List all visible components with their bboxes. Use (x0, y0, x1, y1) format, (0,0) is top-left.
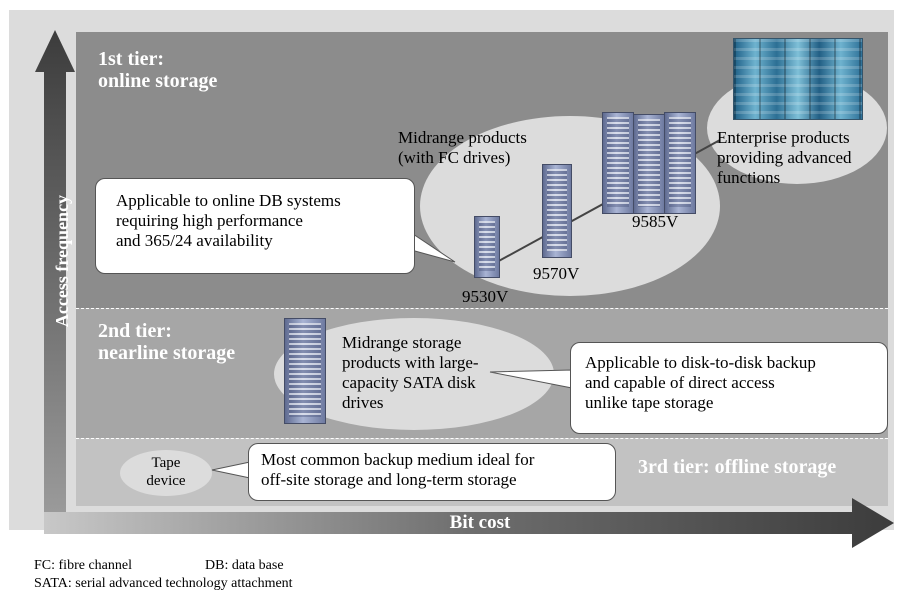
nearline-label-line3: capacity SATA disk (342, 373, 476, 392)
tier2-callout-line3: unlike tape storage (585, 393, 714, 412)
enterprise-label-line3: functions (717, 168, 781, 187)
model-9585v-label: 9585V (632, 212, 679, 231)
tape-device-label: Tape device (120, 454, 212, 490)
rack-9585v-3 (664, 112, 696, 214)
tier2-callout: Applicable to disk-to-disk backup and ca… (570, 342, 888, 434)
tier2-callout-line1: Applicable to disk-to-disk backup (585, 353, 816, 372)
x-axis-label: Bit cost (449, 512, 511, 533)
tier3-callout-line2: off-site storage and long-term storage (261, 470, 517, 489)
tier1-title-line1: 1st tier: (98, 48, 165, 70)
tier3-title: 3rd tier: offline storage (638, 456, 837, 478)
tier3-callout-line1: Most common backup medium ideal for (261, 450, 535, 469)
tier-divider-2 (76, 438, 888, 439)
nearline-products-label: Midrange storage products with large- ca… (342, 333, 479, 413)
tier1-callout-line2: requiring high performance (116, 211, 303, 230)
tier2-title-line2: nearline storage (98, 342, 236, 364)
model-9530v-label: 9530V (462, 287, 509, 306)
tier1-title-line2: online storage (98, 70, 218, 92)
tier1-callout: Applicable to online DB systems requirin… (95, 178, 415, 274)
y-axis-arrow (35, 30, 75, 512)
footnote-fc: FC: fibre channel (34, 558, 132, 573)
tape-label-line1: Tape (151, 455, 181, 471)
tier3-callout: Most common backup medium ideal for off-… (248, 443, 616, 501)
enterprise-products-label: Enterprise products providing advanced f… (717, 128, 852, 188)
model-9570v-label: 9570V (533, 264, 580, 283)
x-axis-arrow (44, 498, 894, 548)
enterprise-label-line2: providing advanced (717, 148, 852, 167)
midrange-products-label: Midrange products (with FC drives) (398, 128, 527, 168)
nearline-rack (284, 318, 326, 424)
tier2-title-line1: 2nd tier: (98, 320, 172, 342)
midrange-label-line1: Midrange products (398, 128, 527, 147)
footnote-db: DB: data base (205, 558, 284, 573)
tier-divider-1 (76, 308, 888, 309)
nearline-label-line2: products with large- (342, 353, 479, 372)
rack-9585v-1 (602, 112, 634, 214)
tier1-title: 1st tier: online storage (98, 48, 217, 92)
tape-ellipse (120, 450, 212, 496)
tier1-callout-line1: Applicable to online DB systems (116, 191, 341, 210)
footnote-sata: SATA: serial advanced technology attachm… (34, 576, 293, 591)
tape-label-line2: device (146, 473, 186, 489)
nearline-label-line4: drives (342, 393, 384, 412)
midrange-label-line2: (with FC drives) (398, 148, 511, 167)
rack-9530v (474, 216, 500, 278)
nearline-label-line1: Midrange storage (342, 333, 462, 352)
rack-9585v-2 (633, 114, 665, 214)
tier2-title: 2nd tier: nearline storage (98, 320, 235, 364)
enterprise-label-line1: Enterprise products (717, 128, 850, 147)
rack-9570v (542, 164, 572, 258)
tier1-callout-line3: and 365/24 availability (116, 231, 273, 250)
tier2-callout-line2: and capable of direct access (585, 373, 775, 392)
enterprise-storage-image (733, 38, 863, 120)
